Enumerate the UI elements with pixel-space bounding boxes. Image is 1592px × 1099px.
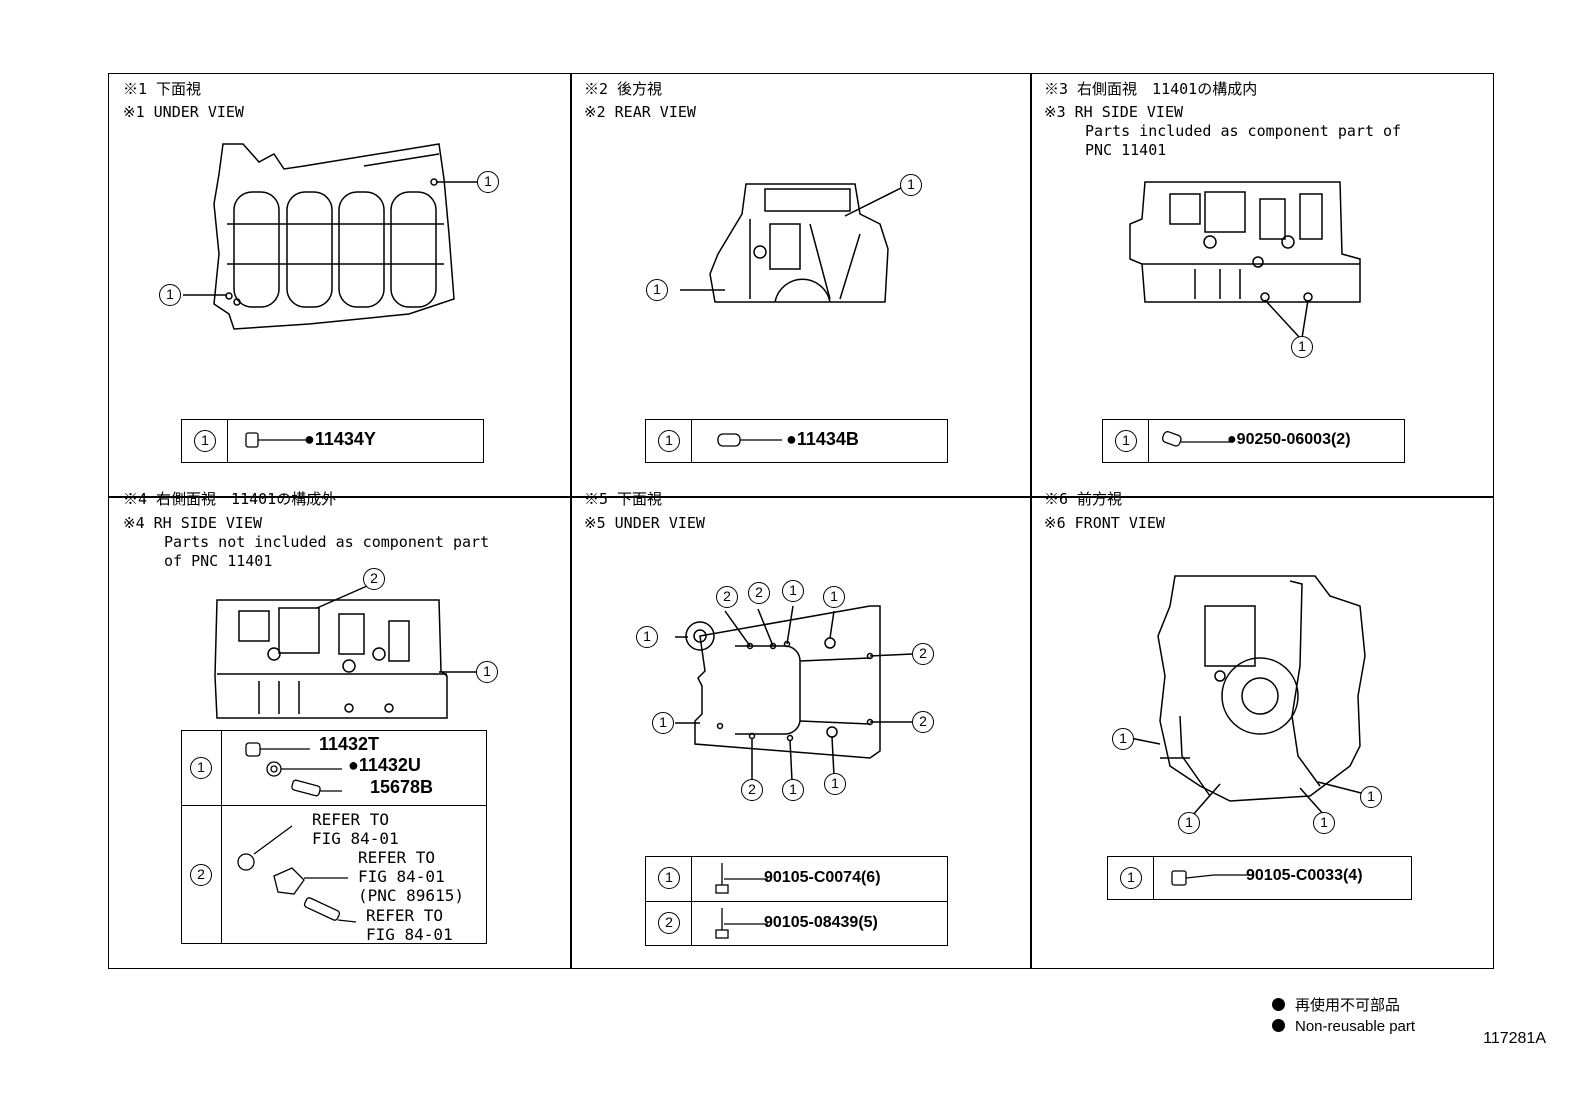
callout-1: 1 (1112, 728, 1134, 750)
callout-1: 1 (646, 279, 668, 301)
callout-1: 1 (476, 661, 498, 683)
panel-under-view-1: ※1 下面視 ※1 UNDER VIEW 1 1 1 (109, 74, 570, 496)
panel-rear-view: ※2 後方視 ※2 REAR VIEW 1 1 1 (570, 74, 1030, 496)
figure-id: 117281A (1483, 1030, 1546, 1047)
panel-title-jp: ※2 後方視 (584, 80, 663, 98)
parts-table: 1 90105-C0033(4) (1107, 856, 1412, 900)
callout-2: 2 (716, 586, 738, 608)
callout-1: 1 (1360, 786, 1382, 808)
engine-block-rh-side-view (214, 585, 479, 719)
part-number: 90105-08439(5) (764, 914, 878, 931)
filled-circle-icon (1272, 998, 1285, 1011)
parts-table: 1 ●90250-06003(2) (1102, 419, 1405, 463)
panel-title-en: ※3 RH SIDE VIEW (1044, 103, 1183, 121)
panel-title-jp: ※3 右側面視 11401の構成内 (1044, 80, 1258, 98)
callout-1: 1 (190, 757, 212, 779)
panel-title-en: ※6 FRONT VIEW (1044, 514, 1165, 532)
callout-2: 2 (658, 912, 680, 934)
engine-block-front-view (1129, 575, 1366, 817)
engine-block-under-view (183, 143, 481, 330)
legend-en: Non-reusable part (1272, 1018, 1415, 1035)
table-row: 2 90105-08439(5) (646, 901, 947, 945)
callout-2: 2 (741, 779, 763, 801)
diagram-frame: ※1 下面視 ※1 UNDER VIEW 1 1 1 (108, 73, 1494, 969)
table-row: 1 90105-C0074(6) (646, 857, 947, 901)
engine-block-rear-view (680, 183, 906, 303)
panel-note: Parts not included as component part of … (164, 533, 490, 570)
panel-title-jp: ※6 前方視 (1044, 490, 1123, 508)
callout-1: 1 (782, 580, 804, 602)
panel-title-en: ※2 REAR VIEW (584, 103, 696, 121)
sensor-bracket-icons (237, 825, 357, 923)
reference-note: REFER TO FIG 84-01 (PNC 89615) (358, 848, 464, 905)
part-number: ●11434B (786, 429, 859, 449)
callout-1: 1 (824, 773, 846, 795)
callout-2: 2 (912, 711, 934, 733)
table-row: 1 90105-C0033(4) (1108, 857, 1411, 899)
table-row: 1 ●11434B (646, 420, 947, 462)
plug-icon (717, 433, 782, 447)
part-number: 15678B (370, 777, 434, 797)
parts-table: 1 ●11434B (645, 419, 948, 463)
plug-icon (245, 432, 308, 448)
callout-1: 1 (658, 867, 680, 889)
table-row: 2 REFER TO FIG 84-01 REFER TO FIG 84-01 … (182, 805, 486, 944)
callout-1: 1 (159, 284, 181, 306)
callout-1: 1 (1291, 336, 1313, 358)
callout-1: 1 (1120, 867, 1142, 889)
callout-2: 2 (748, 582, 770, 604)
column-divider (570, 74, 572, 968)
panel-title-en: ※4 RH SIDE VIEW (123, 514, 262, 532)
reference-note: REFER TO FIG 84-01 (366, 906, 453, 944)
table-row: 1 ●90250-06003(2) (1103, 420, 1404, 462)
engine-block-rh-side-view (1129, 181, 1361, 339)
parts-table: 1 11432T ●11432U 15678B 2 (181, 730, 487, 944)
callout-1: 1 (782, 779, 804, 801)
panel-front-view: ※6 前方視 ※6 FRONT VIEW 1 1 1 1 (1030, 490, 1493, 970)
oil-pan-under-view (675, 605, 913, 782)
parts-table: 1 90105-C0074(6) 2 90105-08439(5) (645, 856, 948, 946)
part-number: ●11432U (348, 755, 421, 775)
callout-1: 1 (1115, 430, 1137, 452)
bolt-icon (715, 863, 768, 894)
legend-jp: 再使用不可部品 (1272, 994, 1400, 1015)
part-number: ●11434Y (304, 429, 376, 449)
part-number: 90105-C0033(4) (1246, 867, 1363, 884)
callout-1: 1 (658, 430, 680, 452)
callout-1: 1 (477, 171, 499, 193)
panel-title-jp: ※4 右側面視 11401の構成外 (123, 490, 337, 508)
panel-rh-side-view-not-included: ※4 右側面視 11401の構成外 ※4 RH SIDE VIEW Parts … (109, 490, 570, 970)
reference-note: REFER TO FIG 84-01 (312, 810, 399, 848)
parts-table: 1 ●11434Y (181, 419, 484, 463)
bolt-icon (1171, 870, 1252, 886)
bolt-washer-sensor-icons (245, 742, 342, 797)
callout-1: 1 (652, 712, 674, 734)
panel-rh-side-view-included: ※3 右側面視 11401の構成内 ※3 RH SIDE VIEW Parts … (1030, 74, 1493, 496)
part-number: 90105-C0074(6) (764, 869, 881, 886)
row-divider (109, 496, 1493, 498)
panel-title-en: ※1 UNDER VIEW (123, 103, 244, 121)
callout-1: 1 (636, 626, 658, 648)
callout-2: 2 (363, 568, 385, 590)
table-row: 1 ●11434Y (182, 420, 483, 462)
callout-1: 1 (1178, 812, 1200, 834)
column-divider (1030, 74, 1032, 968)
panel-note: Parts included as component part of PNC … (1085, 122, 1402, 159)
bolt-icon (715, 908, 768, 939)
callout-1: 1 (900, 174, 922, 196)
filled-circle-icon (1272, 1019, 1285, 1032)
callout-1: 1 (823, 586, 845, 608)
part-number: 11432T (319, 734, 380, 754)
panel-title-jp: ※1 下面視 (123, 80, 202, 98)
callout-1: 1 (194, 430, 216, 452)
panel-title-jp: ※5 下面視 (584, 490, 663, 508)
plug-icon (1161, 431, 1233, 447)
callout-2: 2 (190, 864, 212, 886)
panel-title-en: ※5 UNDER VIEW (584, 514, 705, 532)
panel-under-view-5: ※5 下面視 ※5 UNDER VIEW (570, 490, 1030, 970)
table-row: 1 11432T ●11432U 15678B (182, 731, 486, 805)
callout-2: 2 (912, 643, 934, 665)
callout-1: 1 (1313, 812, 1335, 834)
part-number: ●90250-06003(2) (1227, 431, 1351, 448)
